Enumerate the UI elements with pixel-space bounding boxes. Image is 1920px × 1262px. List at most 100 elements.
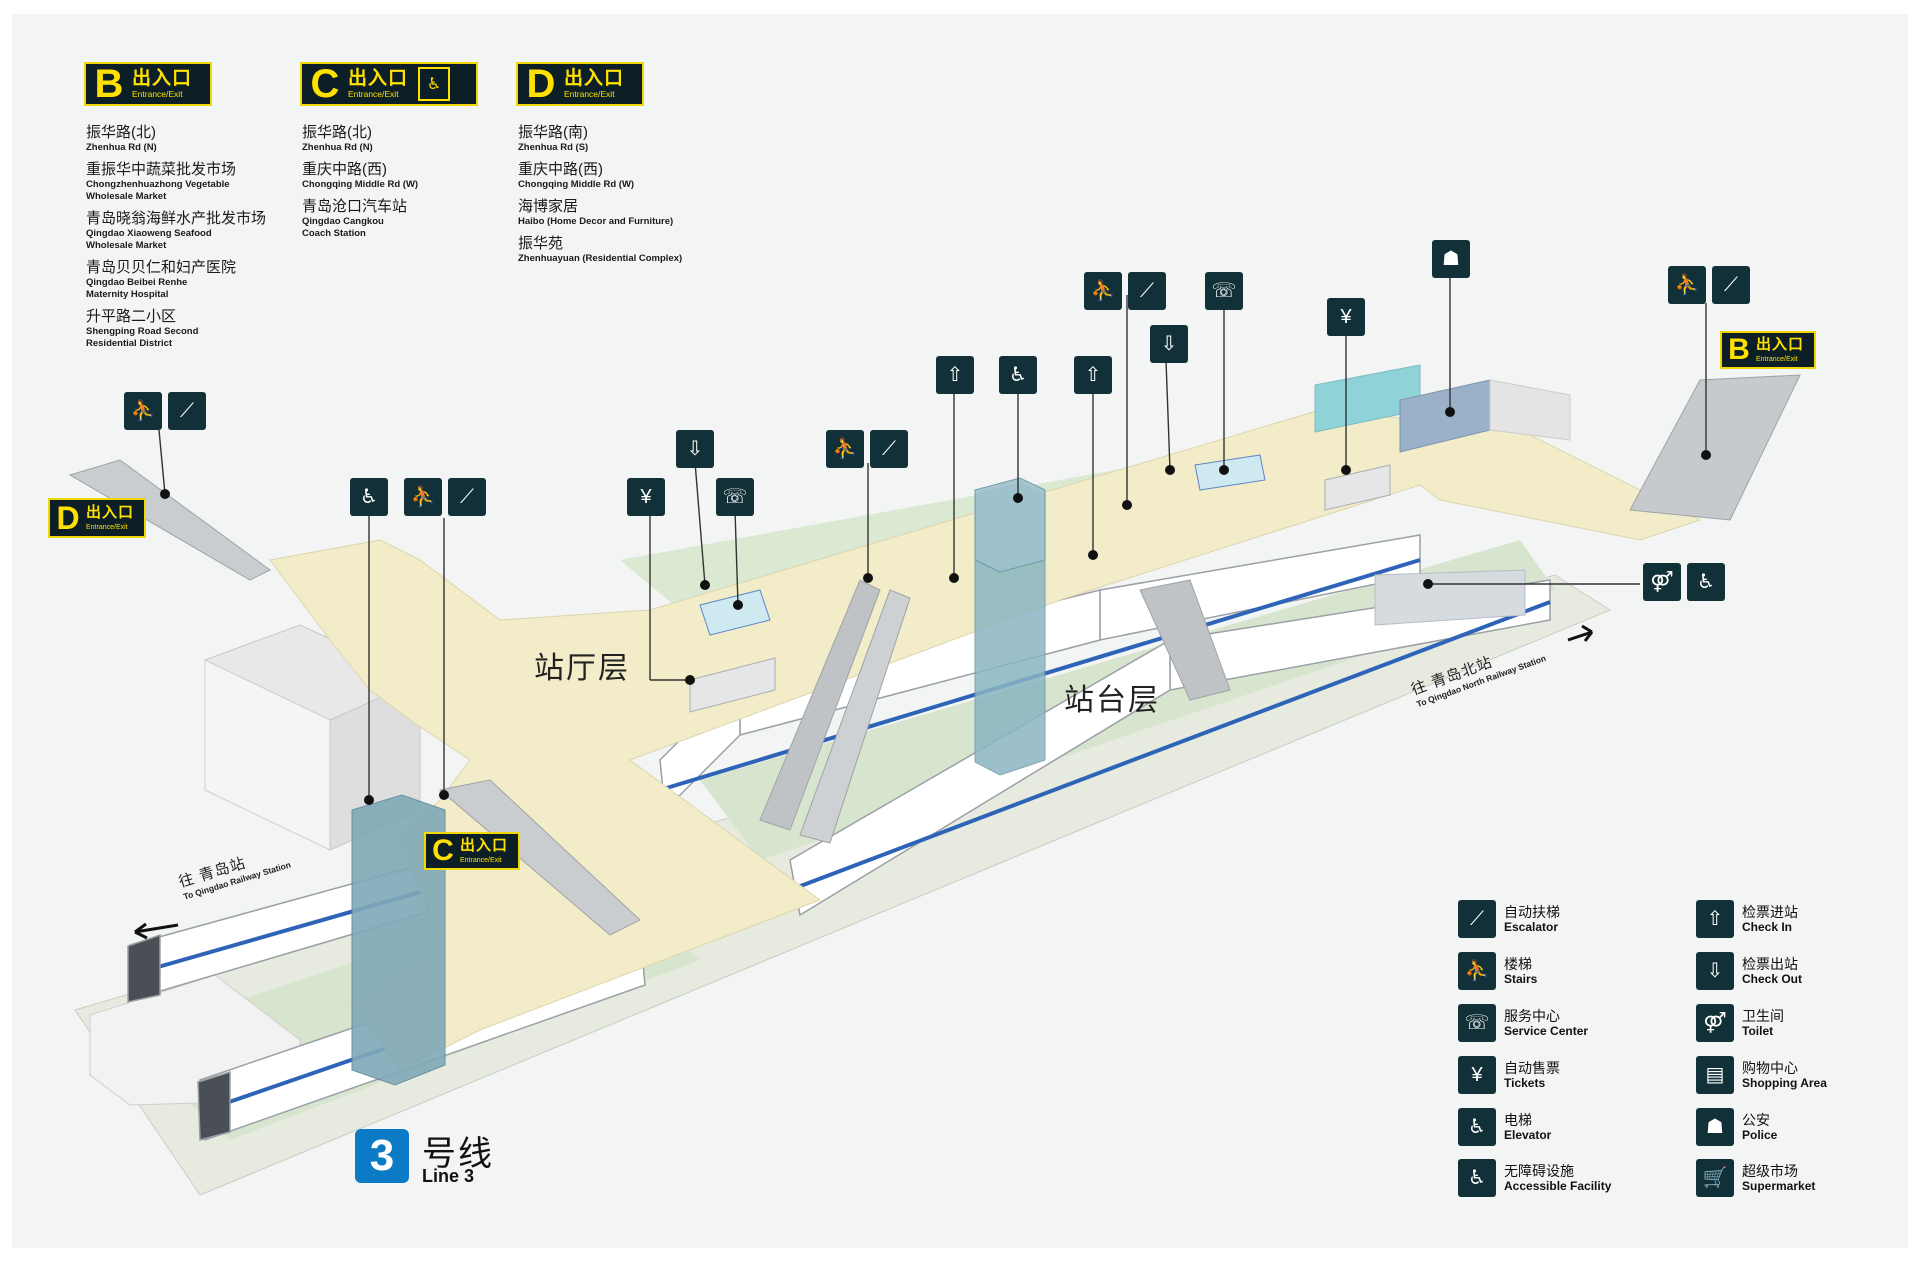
platform-room-east: [1374, 569, 1526, 626]
exit-b-letter: B: [94, 62, 124, 106]
accessible-icon: ♿: [1458, 1159, 1496, 1197]
exit-c-en: Entrance/Exit: [348, 89, 399, 99]
exit-d-cn: 出入口: [564, 68, 625, 89]
escalator-center-diagonal: [1139, 579, 1231, 701]
ticket-machine-icon: ¥: [627, 478, 665, 516]
exit-c-cn: 出入口: [348, 68, 409, 89]
service-center-icon: ☏: [1458, 1004, 1496, 1042]
escalator-icon: ⟋: [1128, 272, 1166, 310]
destination-item: 振华路(南)Zhenhua Rd (S): [518, 124, 589, 153]
stairs-icon: ⛹: [404, 478, 442, 516]
east-grey-box: [1489, 379, 1571, 441]
police-icon: ☗: [1696, 1108, 1734, 1146]
line-number-badge: 3: [355, 1129, 409, 1183]
check-in-icon: ⇧: [1696, 900, 1734, 938]
service-center-west: [699, 589, 771, 636]
exit-c-letter: C: [310, 62, 340, 106]
toilet-icon: ⚤: [1643, 563, 1681, 601]
escalator-d-exit: [68, 459, 271, 581]
stairs-icon: ⛹: [1084, 272, 1122, 310]
ticket-machine-icon: ¥: [1327, 298, 1365, 336]
service-center-icon: ☏: [1205, 272, 1243, 310]
stairs-icon: ⛹: [1668, 266, 1706, 304]
destination-item: 振华路(北)Zhenhua Rd (N): [86, 124, 157, 153]
elevator-icon: ♿: [350, 478, 388, 516]
exit-d-destinations: 振华路(南)Zhenhua Rd (S) 重庆中路(西)Chongqing Mi…: [518, 124, 758, 272]
stairs-icon: ⛹: [124, 392, 162, 430]
escalator-concourse-platform-a: [759, 579, 881, 831]
check-in-icon: ⇧: [936, 356, 974, 394]
ticket-machine-icon: ¥: [1458, 1056, 1496, 1094]
leader-dots: [160, 407, 1711, 805]
line-name-en: Line 3: [422, 1166, 475, 1186]
escalator-icon: ⟋: [870, 430, 908, 468]
line-name-cn: 号线: [422, 1135, 494, 1173]
exit-d-en: Entrance/Exit: [564, 89, 615, 99]
platform-level-label: 站台层: [1064, 684, 1160, 717]
elevator-icon: ♿: [418, 67, 451, 101]
check-out-icon: ⇩: [676, 430, 714, 468]
service-center-east: [1194, 454, 1266, 491]
escalator-icon: ⟋: [1458, 900, 1496, 938]
concourse-level-label: 站厅层: [534, 652, 630, 685]
escalator-icon: ⟋: [448, 478, 486, 516]
exit-d-letter: D: [526, 62, 556, 106]
exit-b-cn: 出入口: [132, 68, 193, 89]
elevator-icon: ♿: [999, 356, 1037, 394]
ticket-machines-west: [689, 657, 776, 713]
check-out-icon: ⇩: [1150, 325, 1188, 363]
exit-b-en: Entrance/Exit: [132, 89, 183, 99]
toilet-icon: ⚤: [1696, 1004, 1734, 1042]
elevator-shaft-upper: [974, 477, 1046, 573]
stairs-icon: ⛹: [826, 430, 864, 468]
destination-item: 重庆中路(西)Chongqing Middle Rd (W): [302, 161, 419, 190]
escalator-concourse-platform-b: [799, 589, 911, 844]
elevator-shaft-west: [351, 794, 446, 1086]
arrow-west: [134, 922, 179, 940]
escalator-icon: ⟋: [168, 392, 206, 430]
check-in-icon: ⇧: [1074, 356, 1112, 394]
stairs-icon: ⛹: [1458, 952, 1496, 990]
supermarket-icon: 🛒: [1696, 1159, 1734, 1197]
shopping-icon: ▤: [1696, 1056, 1734, 1094]
destination-item: 重庆中路(西)Chongqing Middle Rd (W): [518, 161, 635, 190]
ticket-machines-east: [1324, 464, 1391, 511]
escalator-b-exit: [1629, 374, 1801, 521]
escalator-c-exit: [438, 779, 641, 936]
leader-lines: [158, 278, 1707, 800]
elevator-icon: ♿: [1458, 1108, 1496, 1146]
accessible-icon: ♿: [1687, 563, 1725, 601]
service-center-icon: ☏: [716, 478, 754, 516]
exit-c-destinations: 振华路(北)Zhenhua Rd (N) 重庆中路(西)Chongqing Mi…: [302, 124, 502, 247]
destination-item: 振华路(北)Zhenhua Rd (N): [302, 124, 373, 153]
police-icon: ☗: [1432, 240, 1470, 278]
check-out-icon: ⇩: [1696, 952, 1734, 990]
arrow-east: [1567, 624, 1594, 642]
